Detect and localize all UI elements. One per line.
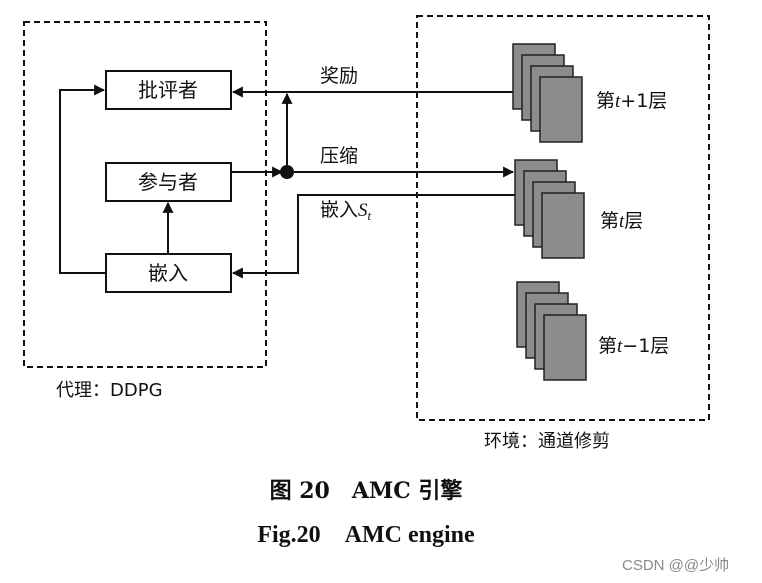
caption-chinese: 图 20 AMC 引擎	[270, 478, 463, 504]
stack-t-minus-1-card	[543, 314, 587, 381]
embed-state-label: 嵌入St	[320, 199, 372, 223]
agent-region-label: 代理：DDPG	[56, 380, 163, 401]
layer-label-t-plus-1: 第t+1层	[596, 90, 667, 112]
caption-english: Fig.20 AMC engine	[257, 522, 475, 548]
actor-label: 参与者	[138, 170, 198, 194]
embed-state-arrow	[231, 194, 515, 279]
environment-region	[416, 15, 710, 421]
embed-to-critic-arrow	[59, 84, 106, 274]
stack-t-plus-1-card	[539, 76, 583, 143]
watermark: CSDN @@少帅	[622, 557, 729, 574]
reward-label: 奖励	[320, 65, 358, 87]
critic-box	[105, 70, 232, 110]
critic-label: 批评者	[138, 78, 198, 102]
agent-region	[23, 21, 267, 368]
embed-box	[105, 253, 232, 293]
layer-stacks	[512, 43, 587, 381]
embed-label: 嵌入	[148, 261, 188, 285]
layer-label-t-minus-1: 第t−1层	[598, 335, 669, 357]
junction-dot	[280, 165, 294, 179]
compress-label: 压缩	[320, 145, 358, 167]
layer-label-t: 第t层	[600, 210, 643, 232]
stack-t-card	[541, 192, 585, 259]
environment-region-label: 环境：通道修剪	[484, 431, 610, 452]
actor-box	[105, 162, 232, 202]
